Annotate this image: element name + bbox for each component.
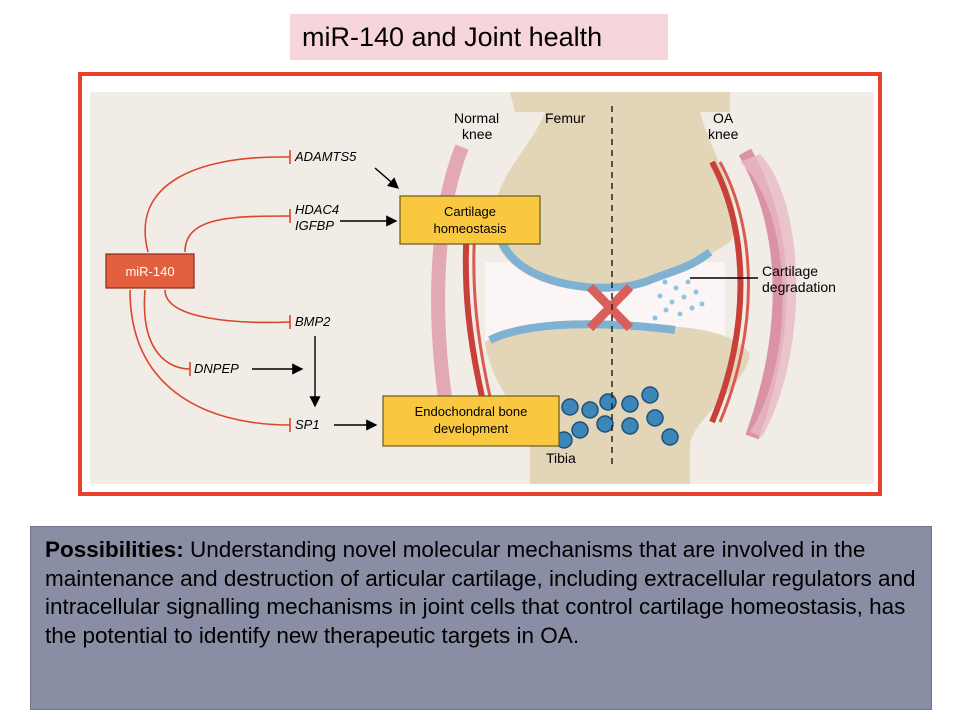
inhibition-edges [129,150,291,432]
possibilities-panel: Possibilities: Understanding novel molec… [30,526,932,710]
slide-title-text: miR-140 and Joint health [302,22,603,52]
gene-sp1: SP1 [295,417,320,432]
gene-hdac4: HDAC4 [295,202,339,217]
slide-title: miR-140 and Joint health [290,14,668,60]
label-knee-oa: knee [708,126,739,142]
femur [493,92,736,292]
possibilities-text: Understanding novel molecular mechanisms… [45,537,916,648]
capsule-left [431,144,469,439]
label-normal: Normal [454,110,499,126]
gene-bmp2: BMP2 [295,314,331,329]
outcome-bone-line2: development [434,421,509,436]
label-tibia: Tibia [546,450,576,466]
possibilities-label: Possibilities: [45,537,184,562]
mir140-node: miR-140 [105,253,195,289]
outcome-cartilage-line2: homeostasis [434,221,507,236]
gene-adamts5: ADAMTS5 [294,149,357,164]
mir140-label: miR-140 [125,264,174,279]
mir140-pathway-diagram: Normal knee Femur OA knee Cartilage degr… [105,92,836,484]
figure-frame: Normal knee Femur OA knee Cartilage degr… [78,72,882,496]
cartilage-homeostasis-box: Cartilage homeostasis [399,195,541,245]
outcome-bone-line1: Endochondral bone [415,404,528,419]
chondrocyte-cells [555,386,679,449]
outcome-cartilage-line1: Cartilage [444,204,496,219]
activation-edges [252,167,400,431]
gene-dnpep: DNPEP [194,361,239,376]
label-femur: Femur [545,110,586,126]
gene-igfbp: IGFBP [295,218,334,233]
label-cartilage-degradation-2: degradation [762,279,836,295]
figure-panel: Normal knee Femur OA knee Cartilage degr… [90,92,874,484]
label-oa: OA [713,110,734,126]
endochondral-bone-box: Endochondral bone development [382,395,560,447]
label-cartilage-degradation-1: Cartilage [762,263,818,279]
label-knee-normal: knee [462,126,493,142]
